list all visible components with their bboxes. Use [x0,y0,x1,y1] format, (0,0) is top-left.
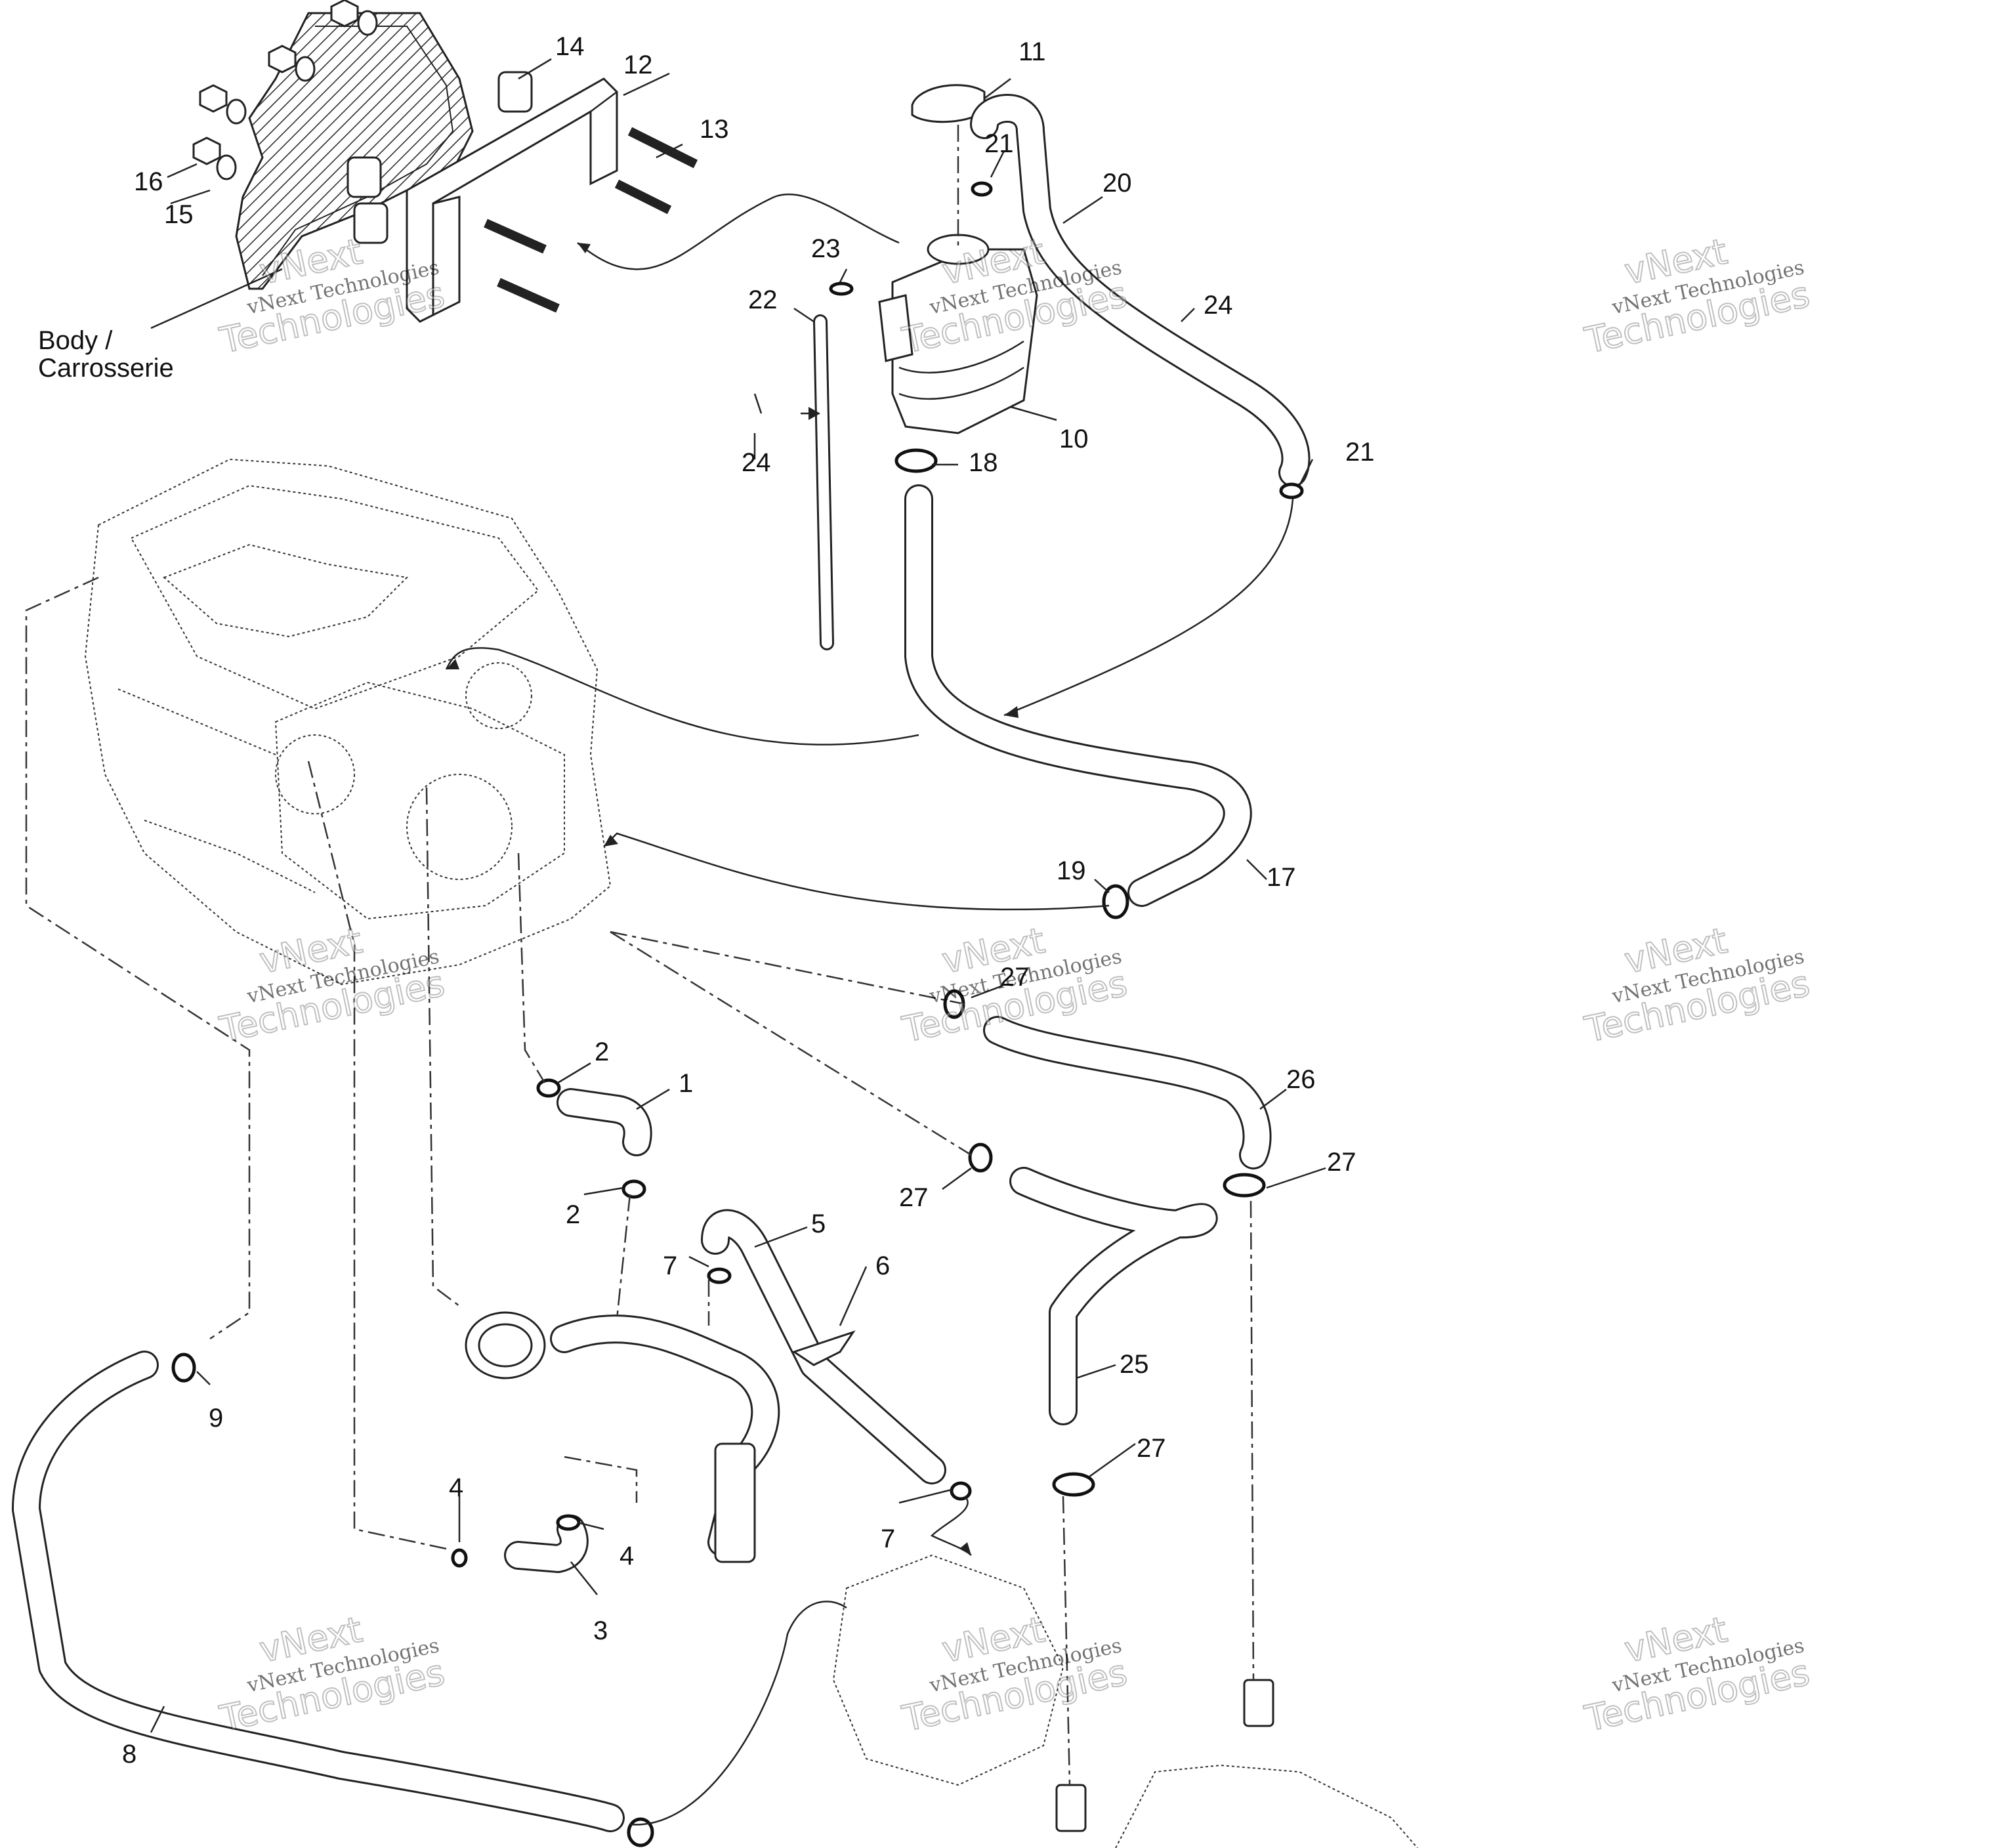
watermark: vNext vNext Technologies Technologies [1580,1608,1813,1740]
hoses [12,94,1311,1832]
intercooler-plate [832,1554,1418,1848]
callout-21-right: 21 [1345,438,1375,467]
callout-21-top: 21 [984,129,1014,158]
callout-24-right: 24 [1204,291,1233,320]
body-label-line1: Body / [38,326,113,355]
watermark: vNext vNext Technologies Technologies [898,1608,1131,1740]
callout-5: 5 [811,1209,826,1238]
callout-20: 20 [1102,169,1132,198]
callout-numbers: 11 14 12 13 16 15 21 20 23 22 24 24 10 1… [122,32,1375,1769]
callout-11: 11 [1018,37,1046,66]
watermark: vNext vNext Technologies Technologies [1580,230,1813,362]
callout-7-b: 7 [881,1524,895,1553]
watermark: vNext vNext Technologies Technologies [898,919,1131,1051]
callout-9: 9 [209,1404,223,1433]
callout-23: 23 [811,234,841,263]
callout-4-a: 4 [449,1473,463,1502]
mounting-bracket [346,71,698,323]
callout-16: 16 [134,167,163,196]
callout-27-d: 27 [1137,1434,1166,1463]
watermark: vNext vNext Technologies Technologies [1580,919,1813,1051]
callout-8: 8 [122,1740,136,1769]
callout-18: 18 [969,448,998,477]
leader-lines [150,58,1326,1733]
coolant-reservoir [878,234,1038,434]
body-label: Body / Carrosserie [38,326,174,383]
callout-10: 10 [1059,425,1089,453]
callout-14: 14 [555,32,585,61]
callout-26: 26 [1286,1065,1316,1094]
nuts-and-washers [192,0,378,180]
engine-block [84,458,612,986]
callout-13: 13 [700,115,729,144]
callout-3: 3 [593,1616,608,1645]
callout-27-b: 27 [1327,1148,1356,1177]
flow-arrows [445,193,1294,1826]
routing-lines [25,125,1255,1786]
callout-15: 15 [164,200,194,229]
callout-27-a: 27 [1000,963,1030,992]
watermarks: vNext vNext Technologies Technologies vN… [215,230,1813,1740]
body-label-line2: Carrosserie [38,354,174,383]
callout-2-a: 2 [595,1038,609,1066]
callout-1: 1 [679,1069,693,1098]
callout-12: 12 [623,51,653,79]
callout-6: 6 [875,1251,890,1280]
thermostat-housing [465,1311,756,1563]
callout-2-b: 2 [566,1200,580,1229]
callout-24-left: 24 [742,448,771,477]
callout-19: 19 [1057,856,1086,885]
callout-4-b: 4 [620,1542,634,1570]
watermark: vNext vNext Technologies Technologies [215,919,448,1051]
watermark: vNext vNext Technologies Technologies [215,1608,448,1740]
callout-7-a: 7 [663,1251,677,1280]
callout-25: 25 [1120,1350,1149,1379]
callout-17: 17 [1267,863,1296,892]
callout-27-c: 27 [899,1183,929,1212]
callout-22: 22 [748,285,778,314]
body-panel [235,12,474,290]
clamps [171,181,1304,1847]
